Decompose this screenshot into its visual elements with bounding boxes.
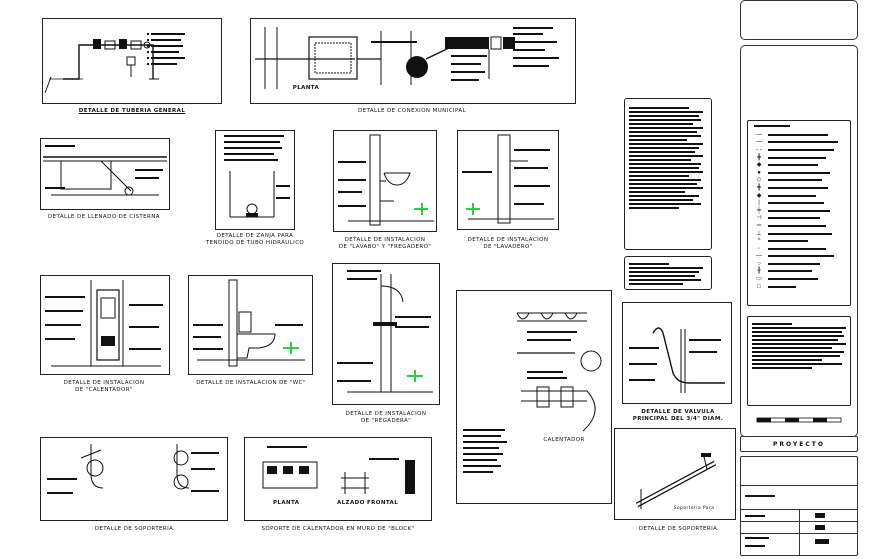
- detail-lavadero-frame: [457, 130, 559, 230]
- legend-row: □: [750, 283, 850, 291]
- detail-calentador-frame: [40, 275, 170, 375]
- detail-regadera-frame: [332, 263, 440, 405]
- legend-row: —: [750, 253, 850, 261]
- title-block-text: [745, 537, 769, 539]
- notes-panel: [747, 316, 851, 406]
- legend-row: ╋: [750, 154, 850, 162]
- legend-row: ╪: [750, 207, 850, 215]
- caption-lavabo: DETALLE DE INSTALACION DE "LAVABO" Y "FR…: [338, 237, 432, 250]
- soporteria1-drawing: [47, 444, 219, 494]
- title-block-line: [741, 485, 857, 486]
- legend-row: ⊣: [750, 215, 850, 223]
- valvula-drawing: [629, 327, 725, 393]
- legend-panel: — — - - ╋ ◆ ● ◇ ╋ ◆ | ╪ ⊣ ═ ⊥ ^ ◦ — ○ ╂ …: [747, 120, 851, 306]
- calentador-drawing: [45, 280, 163, 367]
- general-notes-text: [629, 105, 707, 211]
- general-notes-box: [624, 98, 712, 250]
- legend-row: ╂: [750, 268, 850, 276]
- caption-conexion: DETALLE DE CONEXION MUNICIPAL: [358, 108, 466, 114]
- title-block-text: [745, 545, 765, 547]
- caption-wc: DETALLE DE INSTALACION DE "WC": [196, 380, 306, 386]
- legend-row: ⊥: [750, 230, 850, 238]
- legend-row: ═: [750, 222, 850, 230]
- label-planta-block: PLANTA: [273, 500, 300, 506]
- legend-row: ◆: [750, 192, 850, 200]
- legend-row: ●: [750, 169, 850, 177]
- title-block-project: PROYECTO: [740, 436, 858, 452]
- wc-drawing: [193, 279, 305, 367]
- title-block-text: [745, 515, 765, 517]
- legend-row: ╋: [750, 184, 850, 192]
- soporte-block-drawing: [262, 446, 415, 494]
- title-block-text: [815, 525, 825, 530]
- soporteria2-drawing: [635, 452, 717, 509]
- legend-row: ^: [750, 237, 850, 245]
- caption-calentador: DETALLE DE INSTALACION DE "CALENTADOR": [63, 380, 145, 393]
- legend-row: ◇: [750, 177, 850, 185]
- secondary-notes-box: [624, 256, 712, 290]
- scale-bar: [756, 417, 842, 423]
- legend-row: ◦: [750, 245, 850, 253]
- title-block-line: [799, 509, 800, 555]
- legend-title: [754, 125, 790, 127]
- title-block-text: [745, 495, 775, 497]
- regadera-drawing: [337, 270, 433, 393]
- caption-soporteria2: DETALLE DE SOPORTERIA: [638, 526, 718, 532]
- lavabo-drawing: [338, 134, 434, 226]
- label-planta: PLANTA: [292, 85, 320, 91]
- title-block-text: [815, 539, 829, 544]
- lavadero-drawing: [462, 134, 554, 224]
- legend-row: —: [750, 131, 850, 139]
- legend-row: ▭: [750, 275, 850, 283]
- title-block-bottom: [740, 456, 858, 556]
- project-label: PROYECTO: [773, 441, 825, 448]
- legend-row: - -: [750, 146, 850, 154]
- valvula-tall-drawing: [463, 312, 602, 473]
- legend-row: ○: [750, 260, 850, 268]
- detail-zanja-frame: [215, 130, 295, 230]
- caption-cisterna: DETALLE DE LLENADO DE CISTERNA: [48, 214, 160, 220]
- secondary-notes-text: [629, 261, 707, 287]
- legend-row: —: [750, 139, 850, 147]
- detail-wc-frame: [188, 275, 313, 375]
- title-block-top: [740, 0, 858, 40]
- detail-cisterna-frame: [40, 138, 170, 210]
- tuberia-drawing: [44, 33, 185, 94]
- detail-conexion-frame: PLANTA: [250, 18, 576, 104]
- zanja-drawing: [224, 135, 290, 218]
- label-alzado-frontal: ALZADO FRONTAL: [337, 500, 399, 506]
- caption-tuberia: DETALLE DE TUBERIA GENERAL: [78, 108, 186, 114]
- caption-soporteria1: DETALLE DE SOPORTERIA: [94, 526, 174, 532]
- legend-row: |: [750, 199, 850, 207]
- detail-lavabo-frame: [333, 130, 437, 232]
- title-block-text: [815, 513, 825, 518]
- caption-valvula: DETALLE DE VALVULA PRINCIPAL DEL 3/4" DI…: [632, 409, 724, 422]
- legend-row: ◆: [750, 161, 850, 169]
- caption-lavadero: DETALLE DE INSTALACION DE "LAVADERO": [467, 237, 549, 250]
- detail-valvula-tall-frame: CALENTADOR: [456, 290, 612, 504]
- cisterna-drawing: [43, 145, 167, 196]
- detail-soporte-block-frame: PLANTA ALZADO FRONTAL: [244, 437, 432, 521]
- detail-tuberia-frame: [42, 18, 222, 104]
- detail-soporteria1-frame: [40, 437, 228, 521]
- conexion-drawing: [255, 27, 559, 89]
- legend-list: — — - - ╋ ◆ ● ◇ ╋ ◆ | ╪ ⊣ ═ ⊥ ^ ◦ — ○ ╂ …: [750, 131, 850, 290]
- caption-zanja: DETALLE DE ZANJA PARA TENDIDO DE TUBO HI…: [205, 233, 305, 246]
- title-block-legend: — — - - ╋ ◆ ● ◇ ╋ ◆ | ╪ ⊣ ═ ⊥ ^ ◦ — ○ ╂ …: [740, 45, 858, 437]
- detail-valvula-frame: [622, 302, 732, 404]
- label-calentador: CALENTADOR: [543, 437, 585, 443]
- caption-soporte-block: SOPORTE DE CALENTADOR EN MURO DE "BLOCK": [261, 526, 415, 532]
- label-soporteria-pipe: Soporteria Para: [673, 506, 715, 511]
- caption-regadera: DETALLE DE INSTALACION DE "REGADERA": [345, 411, 427, 424]
- detail-soporteria2-frame: Soporteria Para: [614, 428, 736, 520]
- notes-panel-text: [752, 321, 848, 371]
